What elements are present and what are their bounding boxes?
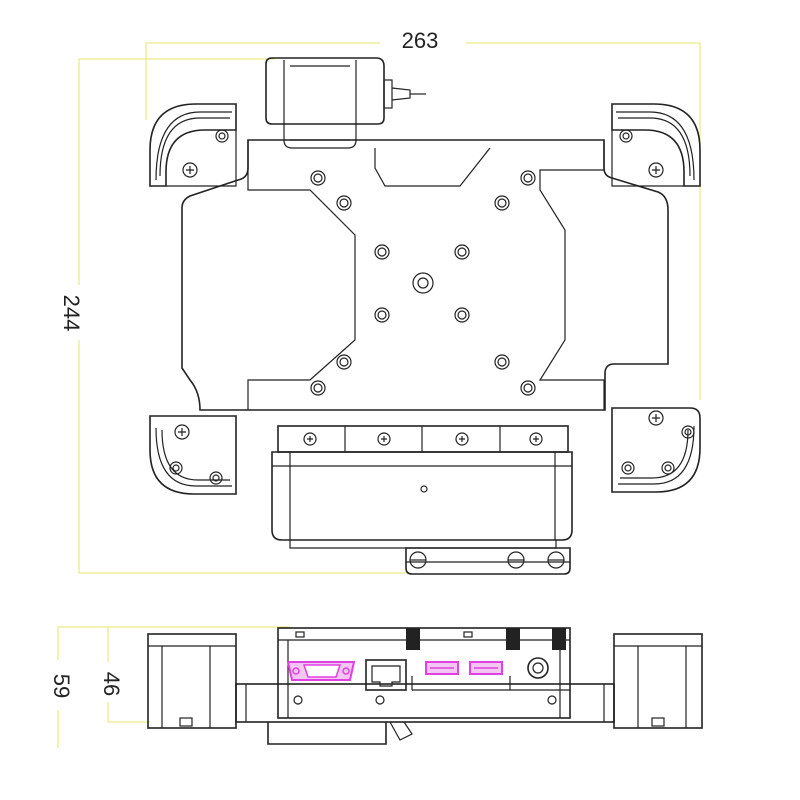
corner-bumper-bottom-right <box>611 407 701 493</box>
ethernet-port <box>365 659 407 691</box>
corner-bumper-bottom-left <box>149 415 237 495</box>
dimension-lines-top <box>78 42 701 574</box>
width-dimension-label: 263 <box>402 28 439 53</box>
cable-connector-top <box>265 57 426 149</box>
side-bumper-right <box>613 633 703 729</box>
corner-bumper-top-right <box>611 103 701 187</box>
side-total-height-label: 59 <box>49 674 74 698</box>
cradle-plate <box>181 139 669 411</box>
thumb-screws <box>406 628 566 650</box>
height-dimension-label: 244 <box>59 295 84 332</box>
dock-module <box>271 425 573 575</box>
plate-recess <box>247 140 356 410</box>
usb-port-2 <box>469 661 503 675</box>
power-jack <box>527 657 549 679</box>
plate-holes <box>310 170 536 396</box>
side-bumper-left <box>147 633 237 729</box>
screws <box>169 129 695 569</box>
corner-bumper-top-left <box>149 103 237 187</box>
serial-port <box>286 661 356 681</box>
dimension-lines-side <box>57 626 290 748</box>
top-view <box>149 57 701 575</box>
io-module <box>277 627 571 719</box>
usb-port-1 <box>425 661 459 675</box>
side-view <box>147 627 703 745</box>
side-body-height-label: 46 <box>99 672 124 696</box>
